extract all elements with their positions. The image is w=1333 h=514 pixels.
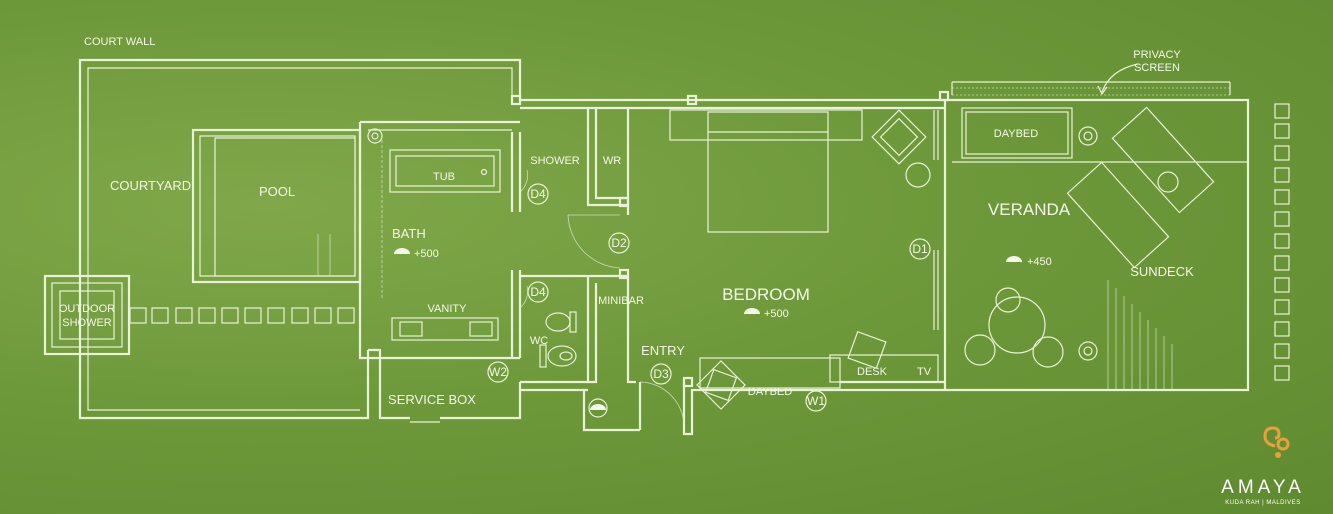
label-privacy-screen-1: PRIVACY [1133, 49, 1181, 61]
room-labels: COURT WALL PRIVACY SCREEN COURTYARD POOL… [59, 36, 1194, 407]
tag-w1: W1 [807, 394, 825, 408]
stepping-tiles-right [1274, 103, 1290, 381]
veranda-sundeck [945, 63, 1250, 392]
label-service-box: SERVICE BOX [388, 392, 476, 407]
label-tub: TUB [433, 171, 455, 183]
brand-block: AMAYA KUDA RAH | MALDIVES [1213, 477, 1313, 506]
bath-area [358, 120, 520, 360]
door-window-tags: D4 D2 D1 D4 D3 W1 W2 [487, 183, 931, 412]
w1-tag-circle [805, 390, 827, 412]
tag-w2: W2 [489, 365, 507, 379]
d3-tag-circle [650, 363, 672, 385]
label-veranda: VERANDA [988, 200, 1071, 219]
label-veranda-level: +450 [1027, 256, 1052, 268]
label-bath: BATH [392, 226, 426, 241]
label-wr: WR [603, 155, 621, 167]
label-vanity: VANITY [428, 303, 468, 315]
label-daybed-veranda: DAYBED [994, 128, 1038, 140]
label-tv: TV [917, 366, 932, 378]
tag-d3: D3 [653, 367, 669, 381]
amaya-swirl-logo-icon [1263, 426, 1290, 458]
tag-d2: D2 [611, 236, 627, 250]
label-privacy-screen-2: SCREEN [1134, 62, 1180, 74]
level-markers [394, 248, 1022, 418]
label-bedroom: BEDROOM [722, 285, 810, 304]
label-minibar: MINIBAR [598, 295, 644, 307]
d1-tag-circle [909, 238, 931, 260]
label-daybed-bedroom: DAYBED [748, 386, 792, 398]
tag-d1: D1 [912, 242, 928, 256]
label-shower: SHOWER [530, 155, 580, 167]
label-outdoor-shower-1: OUTDOOR [59, 303, 115, 315]
stepping-stones [129, 307, 355, 324]
armchairs [847, 109, 1098, 370]
brand-tagline: KUDA RAH | MALDIVES [1225, 500, 1301, 506]
door-swings [519, 169, 685, 431]
label-court-wall: COURT WALL [84, 36, 155, 48]
label-bath-level: +500 [414, 248, 439, 260]
label-sundeck: SUNDECK [1130, 264, 1194, 279]
d4-bottom-tag-circle [527, 281, 549, 303]
court-wall [78, 58, 522, 420]
building-walls [368, 90, 950, 436]
label-pool: POOL [259, 184, 295, 199]
bedroom-daybed-desk [696, 354, 939, 410]
w2-tag-circle [487, 361, 509, 383]
label-outdoor-shower-2: SHOWER [62, 317, 112, 329]
outdoor-shower [43, 274, 131, 356]
wc-fixtures [539, 311, 577, 368]
pool [191, 128, 362, 284]
tag-d4-bottom: D4 [530, 285, 546, 299]
label-wc: WC [530, 335, 548, 347]
label-desk: DESK [857, 366, 888, 378]
bed [669, 109, 863, 233]
label-courtyard: COURTYARD [110, 178, 191, 193]
d2-tag-circle [608, 232, 630, 254]
tag-d4-top: D4 [530, 187, 546, 201]
label-entry: ENTRY [641, 343, 685, 358]
label-bedroom-level: +500 [764, 308, 789, 320]
d4-top-tag-circle [527, 183, 549, 205]
brand-name: AMAYA [1221, 477, 1305, 498]
